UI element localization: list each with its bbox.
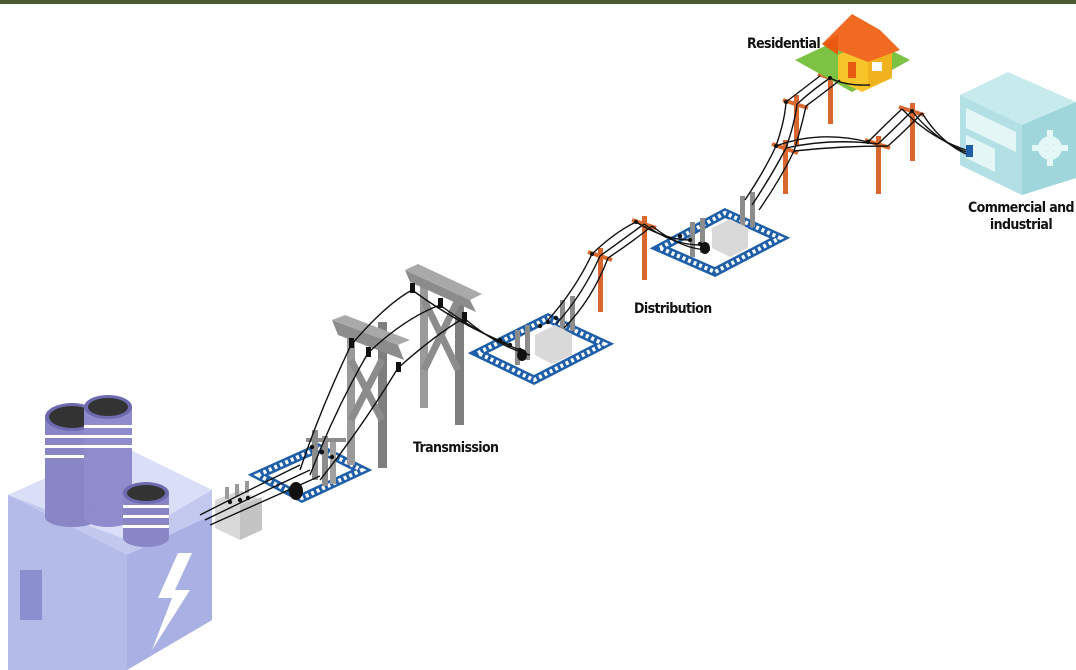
lightning-bolt-icon xyxy=(152,553,192,650)
connector-dots xyxy=(227,76,914,505)
commercial-label-line2: industrial xyxy=(989,217,1053,233)
commercial-building-icon xyxy=(960,72,1076,195)
transmission-label: Transmission xyxy=(413,440,499,456)
transformer-icon xyxy=(215,481,262,540)
substation-icon xyxy=(649,192,791,277)
tank-icon xyxy=(123,482,169,547)
top-border xyxy=(0,0,1076,4)
substation-icon xyxy=(467,296,615,386)
meter-icon xyxy=(966,145,973,157)
tank-icon xyxy=(84,395,132,527)
gear-icon xyxy=(1032,130,1068,166)
commercial-label: Commercial and industrial xyxy=(968,200,1075,234)
commercial-label-line1: Commercial and xyxy=(968,200,1075,216)
transmission-tower-icon xyxy=(332,264,482,468)
residential-label: Residential xyxy=(747,36,821,52)
house-icon xyxy=(795,14,910,92)
power-plant-icon xyxy=(8,395,212,670)
power-line-icon xyxy=(199,75,967,526)
door-icon xyxy=(20,570,42,620)
distribution-label: Distribution xyxy=(634,301,712,317)
